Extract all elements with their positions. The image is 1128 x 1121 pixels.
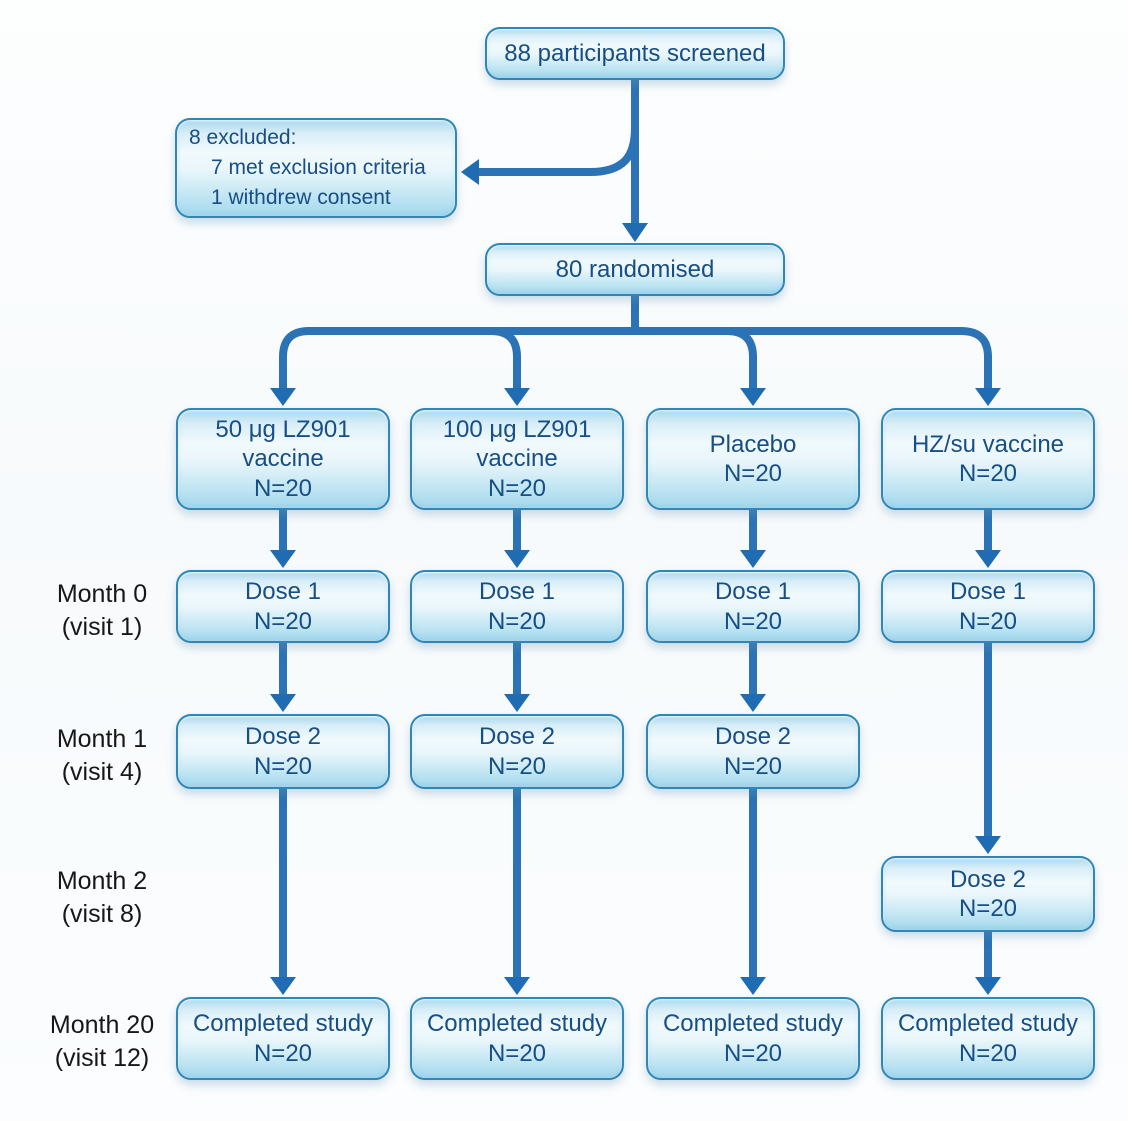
timeline-label-month1: Month 1 (visit 4) xyxy=(56,724,148,786)
dose2-box-col3: Dose 2 N=20 xyxy=(646,714,860,789)
connector-rail-col2 xyxy=(490,327,521,390)
screened-box: 88 participants screened xyxy=(485,27,785,80)
timeline-label-month20: Month 20 (visit 12) xyxy=(49,1010,155,1072)
screened-label: 88 participants screened xyxy=(504,39,766,67)
excluded-title: 8 excluded: xyxy=(189,126,297,150)
completed-box-col1: Completed study N=20 xyxy=(176,997,390,1080)
dose1-box-col1: Dose 1 N=20 xyxy=(176,570,390,643)
excluded-item: 7 met exclusion criteria xyxy=(211,156,426,180)
timeline-label-month0: Month 0 (visit 1) xyxy=(56,579,148,641)
arm-box-placebo: Placebo N=20 xyxy=(646,408,860,510)
timeline-label-month2: Month 2 (visit 8) xyxy=(56,867,148,928)
dose1-box-col2: Dose 1 N=20 xyxy=(410,570,624,643)
dose1-box-col4: Dose 1 N=20 xyxy=(881,570,1095,643)
dose1-box-col3: Dose 1 N=20 xyxy=(646,570,860,643)
connector-rail xyxy=(279,327,992,390)
arm-box-100ug-lz901: 100 μg LZ901 vaccine N=20 xyxy=(410,408,624,510)
excluded-box: 8 excluded: 7 met exclusion criteria 1 w… xyxy=(175,118,457,218)
excluded-item: 1 withdrew consent xyxy=(211,185,391,209)
dose2-box-col2: Dose 2 N=20 xyxy=(410,714,624,789)
arrowheads xyxy=(270,159,1001,995)
randomised-box: 80 randomised xyxy=(485,243,785,296)
dose2-box-col1: Dose 2 N=20 xyxy=(176,714,390,789)
connector-rail-col3 xyxy=(726,327,757,390)
arm-box-50ug-lz901: 50 μg LZ901 vaccine N=20 xyxy=(176,408,390,510)
connector-excluded-branch xyxy=(479,127,639,176)
completed-box-col4: Completed study N=20 xyxy=(881,997,1095,1080)
completed-box-col3: Completed study N=20 xyxy=(646,997,860,1080)
randomised-label: 80 randomised xyxy=(555,255,715,283)
completed-box-col2: Completed study N=20 xyxy=(410,997,624,1080)
dose2-box-col4: Dose 2 N=20 xyxy=(881,856,1095,932)
arm-box-hzsu: HZ/su vaccine N=20 xyxy=(881,408,1095,510)
